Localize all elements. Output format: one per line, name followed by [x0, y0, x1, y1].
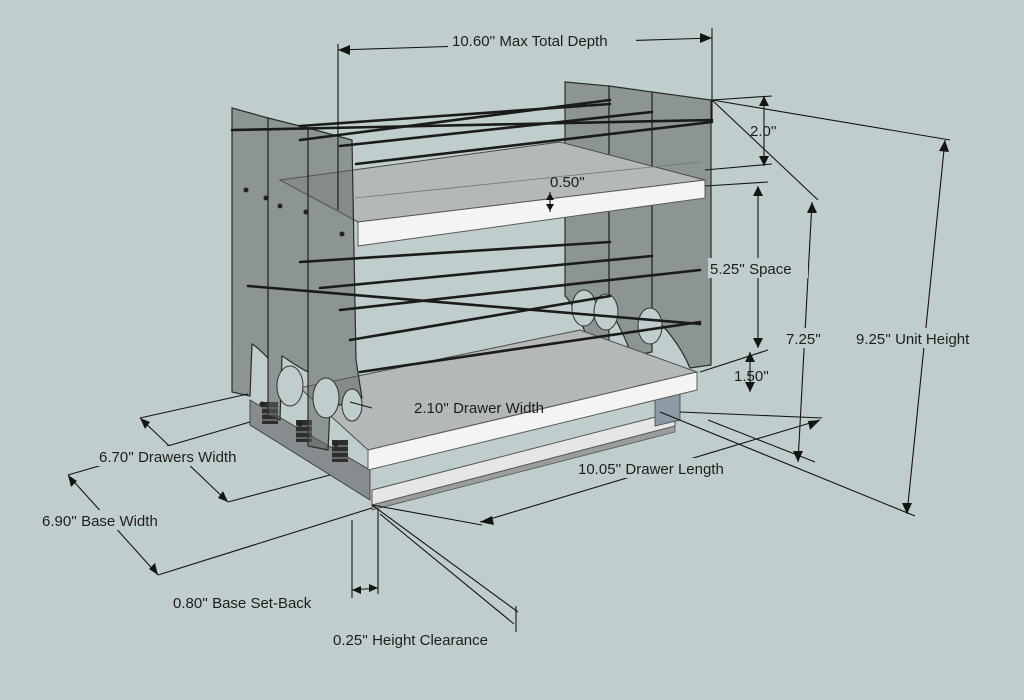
label-drawers-width: 6.70'' Drawers Width — [99, 449, 236, 466]
rails — [230, 98, 714, 374]
label-top-gap: 2.0'' — [750, 123, 777, 140]
bottom-shelf — [298, 329, 699, 471]
dimension-labels: 10.60'' Max Total Depth 2.0'' 0.50'' 5.2… — [40, 30, 998, 649]
front-panels — [231, 107, 363, 451]
screw-dots — [243, 187, 345, 447]
label-drawer-length: 10.05'' Drawer Length — [578, 461, 724, 478]
top-shelf — [278, 141, 706, 247]
label-height-clearance: 0.25'' Height Clearance — [333, 632, 488, 649]
label-base-height: 1.50'' — [734, 368, 769, 385]
label-base-setback: 0.80'' Base Set-Back — [173, 595, 312, 612]
label-space: 5.25'' Space — [710, 261, 792, 278]
label-max-total-depth: 10.60'' Max Total Depth — [452, 33, 608, 50]
label-drawer-height: 7.25'' — [786, 331, 821, 348]
label-unit-height: 9.25'' Unit Height — [856, 331, 970, 348]
label-drawer-width: 2.10'' Drawer Width — [414, 400, 544, 417]
label-base-width: 6.90'' Base Width — [42, 513, 158, 530]
rack-illustration — [230, 81, 714, 511]
label-shelf-thickness: 0.50'' — [550, 174, 585, 191]
